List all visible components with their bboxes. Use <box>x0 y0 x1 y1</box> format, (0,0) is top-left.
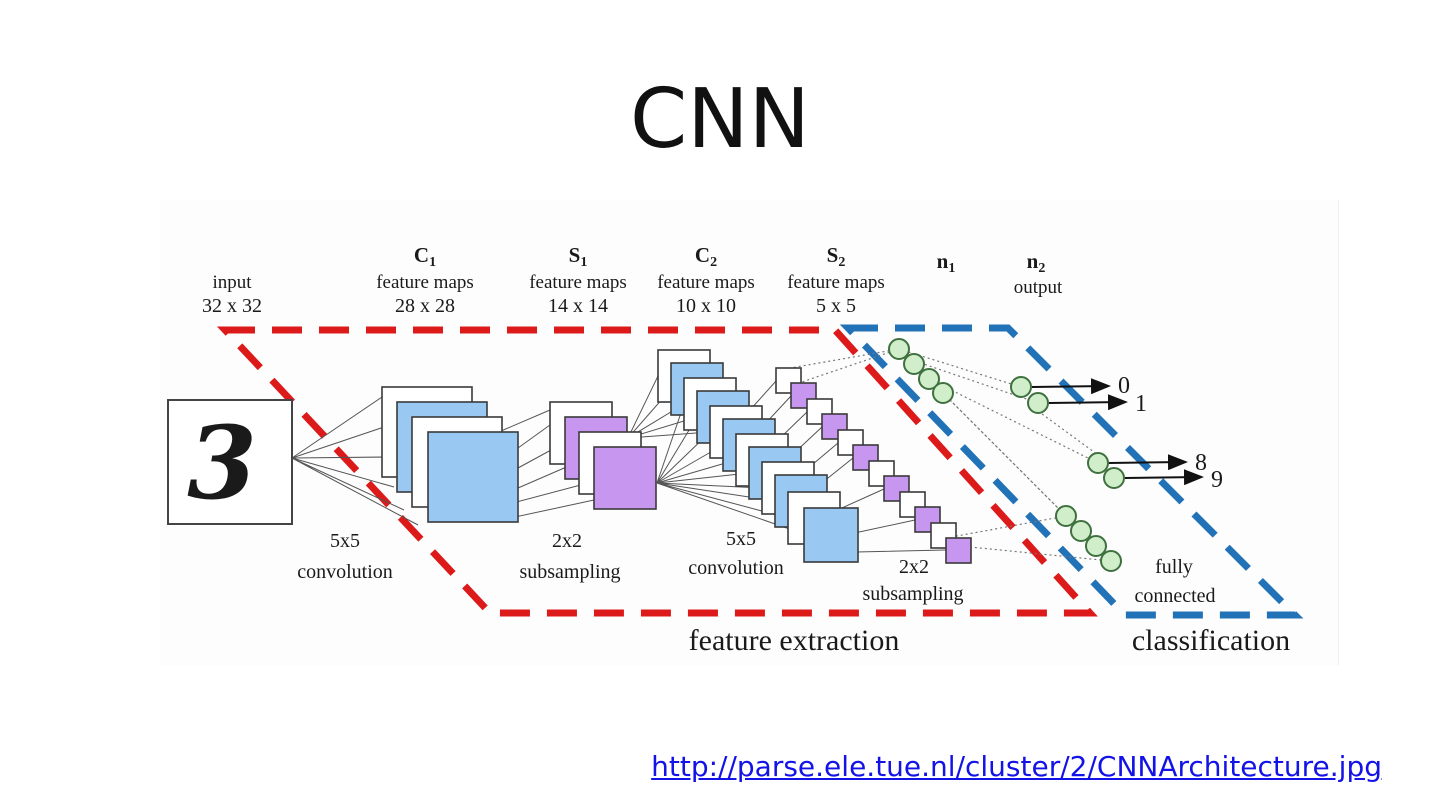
op5-fully: fully <box>1155 556 1193 578</box>
c2-symbol: C2 <box>695 243 717 270</box>
n1-symbol: n1 <box>937 249 956 276</box>
classification-label: classification <box>1132 624 1290 657</box>
n1-neurons <box>888 338 1122 572</box>
s2-size: 5 x 5 <box>816 295 856 317</box>
op3-kernel: 5x5 <box>726 528 756 550</box>
op1-kernel: 5x5 <box>330 530 360 552</box>
op3-name: convolution <box>688 557 784 579</box>
op4-kernel: 2x2 <box>899 556 929 578</box>
output-class-0: 0 <box>1118 373 1130 399</box>
s1-size: 14 x 14 <box>548 295 608 317</box>
operation-labels: 5x5 convolution 2x2 subsampling 5x5 conv… <box>297 528 1215 607</box>
cnn-architecture-svg: input 32 x 32 C1 feature maps 28 x 28 S1… <box>167 243 1304 657</box>
op2-kernel: 2x2 <box>552 530 582 552</box>
s2-feature-maps <box>775 367 972 564</box>
page-title: CNN <box>630 72 810 167</box>
c2-feature-maps <box>657 349 859 563</box>
s1-feature-maps <box>549 401 657 510</box>
s1-symbol: S1 <box>569 243 588 270</box>
op1-name: convolution <box>297 561 393 583</box>
input-digit: 3 <box>187 404 257 522</box>
c1-size: 28 x 28 <box>395 295 455 317</box>
input-image: 3 <box>167 399 293 525</box>
cnn-architecture-diagram: input 32 x 32 C1 feature maps 28 x 28 S1… <box>160 200 1339 665</box>
n2-symbol: n2 <box>1027 249 1046 276</box>
c1-feature-maps <box>381 386 519 523</box>
s2-label: feature maps <box>787 272 885 293</box>
output-class-9: 9 <box>1211 467 1223 493</box>
s1-label: feature maps <box>529 272 627 293</box>
c2-label: feature maps <box>657 272 755 293</box>
c1-label: feature maps <box>376 272 474 293</box>
layer-headers: input 32 x 32 C1 feature maps 28 x 28 S1… <box>202 243 1063 317</box>
input-label: input <box>212 272 252 293</box>
s2-symbol: S2 <box>827 243 846 270</box>
n2-output-neurons: 0 1 8 9 <box>1010 373 1223 493</box>
feature-extraction-outline <box>216 326 1098 617</box>
op5-connected: connected <box>1134 585 1215 607</box>
op2-name: subsampling <box>519 561 620 583</box>
c1-symbol: C1 <box>414 243 436 270</box>
feature-extraction-label: feature extraction <box>689 624 900 657</box>
output-class-1: 1 <box>1135 391 1147 417</box>
op4-name: subsampling <box>862 583 963 605</box>
input-size: 32 x 32 <box>202 295 262 317</box>
n2-label: output <box>1014 277 1063 298</box>
source-url-link[interactable]: http://parse.ele.tue.nl/cluster/2/CNNArc… <box>651 750 1382 783</box>
output-class-8: 8 <box>1195 450 1207 476</box>
classification-outline <box>839 324 1304 619</box>
region-labels: feature extraction classification <box>689 624 1290 657</box>
c2-size: 10 x 10 <box>676 295 736 317</box>
